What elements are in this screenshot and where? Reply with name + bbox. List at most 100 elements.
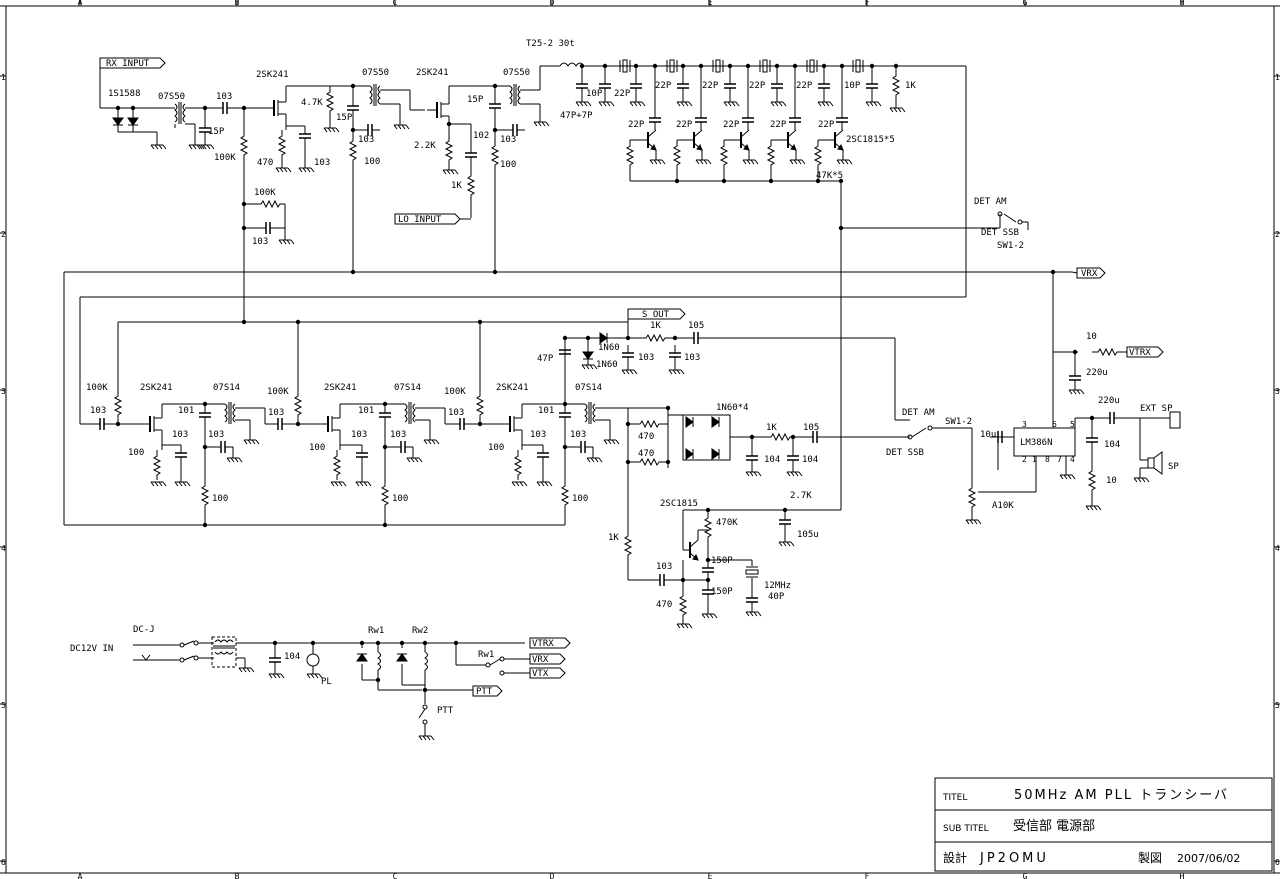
lo-input-port	[394, 213, 461, 225]
zone-col-e-bottom: E	[708, 872, 713, 879]
res-10-b	[1088, 464, 1096, 496]
label-c-103a: 103	[216, 92, 232, 102]
label-c-103-s2: 103	[268, 408, 284, 418]
res-100k-s3	[476, 389, 484, 421]
ext-sp-jack	[1169, 411, 1181, 429]
label-r-100k-a: 100K	[214, 153, 236, 163]
res-1k-osc	[624, 529, 632, 561]
speaker-cone	[1153, 451, 1163, 475]
designer-text: JP2OMU	[979, 851, 1049, 866]
label-det-am-mid: DET AM	[902, 408, 935, 418]
label-rw1b: Rw1	[478, 650, 494, 660]
zone-col-f: F	[865, 0, 870, 7]
label-tr4: 07S14	[213, 383, 240, 393]
component-labels: RX INPUT LO INPUT S OUT VRX VTRX VTRX VR…	[70, 39, 1179, 716]
label-c-103-s2c: 103	[390, 430, 406, 440]
label-c-22p-b5: 22P	[818, 120, 835, 130]
label-rw1: Rw1	[368, 626, 384, 636]
label-c-101-s2: 101	[358, 406, 374, 416]
cap-103-s1	[91, 417, 113, 431]
label-pin-7: 7	[1057, 455, 1062, 464]
label-c-103c: 103	[358, 135, 374, 145]
label-c-104-amp: 104	[1104, 440, 1120, 450]
diode-rw2	[396, 653, 408, 662]
label-vrx-top: VRX	[1081, 269, 1098, 279]
label-ext-sp: EXT SP	[1140, 404, 1173, 414]
label-c-104-pwr: 104	[284, 652, 300, 662]
cap-22p-b3	[741, 109, 755, 131]
label-c-103-s2d: 103	[684, 353, 700, 363]
cap-104-pwr	[268, 649, 282, 671]
label-c-101-s1: 101	[178, 406, 194, 416]
label-c-103-s1: 103	[90, 406, 106, 416]
label-c-150p-a: 150P	[711, 556, 733, 566]
cap-101-s3	[558, 404, 572, 426]
cap-104-amp	[1085, 429, 1099, 451]
label-r-100-a: 100	[364, 157, 380, 167]
label-det-ssb-top: DET SSB	[981, 228, 1019, 238]
fet-2sk241-5	[499, 409, 523, 439]
zone-col-b: B	[235, 0, 240, 7]
cap-103-s2c	[392, 440, 414, 454]
transformer-07s14-3	[584, 401, 596, 425]
label-pin-5: 5	[1070, 420, 1075, 429]
cap-103-s1c	[212, 440, 234, 454]
label-r-100-s2b: 100	[392, 494, 408, 504]
zone-row-6: 6	[1, 858, 6, 867]
label-1n60-b: 1N60	[596, 360, 618, 370]
res-10-a	[1091, 348, 1123, 356]
vrx-port-bottom	[529, 653, 566, 665]
label-pin-2: 2	[1022, 455, 1027, 464]
res-100-a	[349, 134, 357, 166]
label-c-22p-2: 22P	[655, 81, 672, 91]
cap-103-a	[214, 101, 236, 115]
vtrx-port-bottom	[529, 637, 571, 649]
res-47k-3	[720, 139, 728, 171]
npn-2sc1815-4	[787, 129, 797, 151]
date-text: 2007/06/02	[1177, 852, 1240, 865]
label-r-100k-s3: 100K	[444, 387, 466, 397]
cap-103-fb	[257, 221, 279, 235]
line-filter	[211, 636, 237, 668]
label-xtal-cap: 40P	[768, 592, 785, 602]
label-c-22p-b4: 22P	[770, 120, 787, 130]
label-vtrx-mid: VTRX	[1129, 348, 1151, 358]
diode-1n60-b	[582, 351, 594, 360]
label-rw2: Rw2	[412, 626, 428, 636]
zone-col-h-bottom: H	[1180, 872, 1185, 879]
label-c-103-s3: 103	[448, 408, 464, 418]
label-c-10p-b: 10P	[844, 81, 861, 91]
audio-amp	[895, 346, 1181, 525]
label-1s1588: 1S1588	[108, 89, 141, 99]
label-r-1k-osc: 1K	[608, 533, 619, 543]
cap-103-s3c	[572, 440, 594, 454]
cap-103-s1b	[174, 444, 188, 466]
label-r-100k-s1: 100K	[86, 383, 108, 393]
pot-a10k	[968, 481, 976, 513]
label-r-470-a: 470	[257, 158, 273, 168]
cap-22p-2	[676, 75, 690, 97]
zone-col-a-bottom: A	[78, 872, 83, 879]
npn-2sc1815-2	[693, 129, 703, 151]
label-c-104-det1: 104	[764, 455, 780, 465]
if-stages	[80, 322, 896, 525]
cap-103-s2b	[355, 444, 369, 466]
cap-101-s2	[378, 404, 392, 426]
label-r-10-b: 10	[1106, 476, 1117, 486]
cap-22p-4	[770, 75, 784, 97]
cap-22p-3	[723, 75, 737, 97]
label-tr1: 07S50	[158, 92, 185, 102]
cap-105u	[778, 511, 792, 533]
zone-col-a: A	[78, 0, 83, 7]
diode-rw1	[356, 653, 368, 662]
res-100-b	[491, 139, 499, 171]
cap-103-s3	[451, 417, 473, 431]
label-c-220u-b: 220u	[1098, 396, 1120, 406]
cap-103-osc	[651, 573, 673, 587]
label-lm386: LM386N	[1020, 438, 1053, 448]
zone-row-4: 4	[1, 544, 6, 553]
label-pin-3: 3	[1022, 420, 1027, 429]
res-100-s1	[153, 449, 161, 481]
label-c-15p-c: 15P	[467, 95, 484, 105]
res-470-osc	[679, 589, 687, 621]
